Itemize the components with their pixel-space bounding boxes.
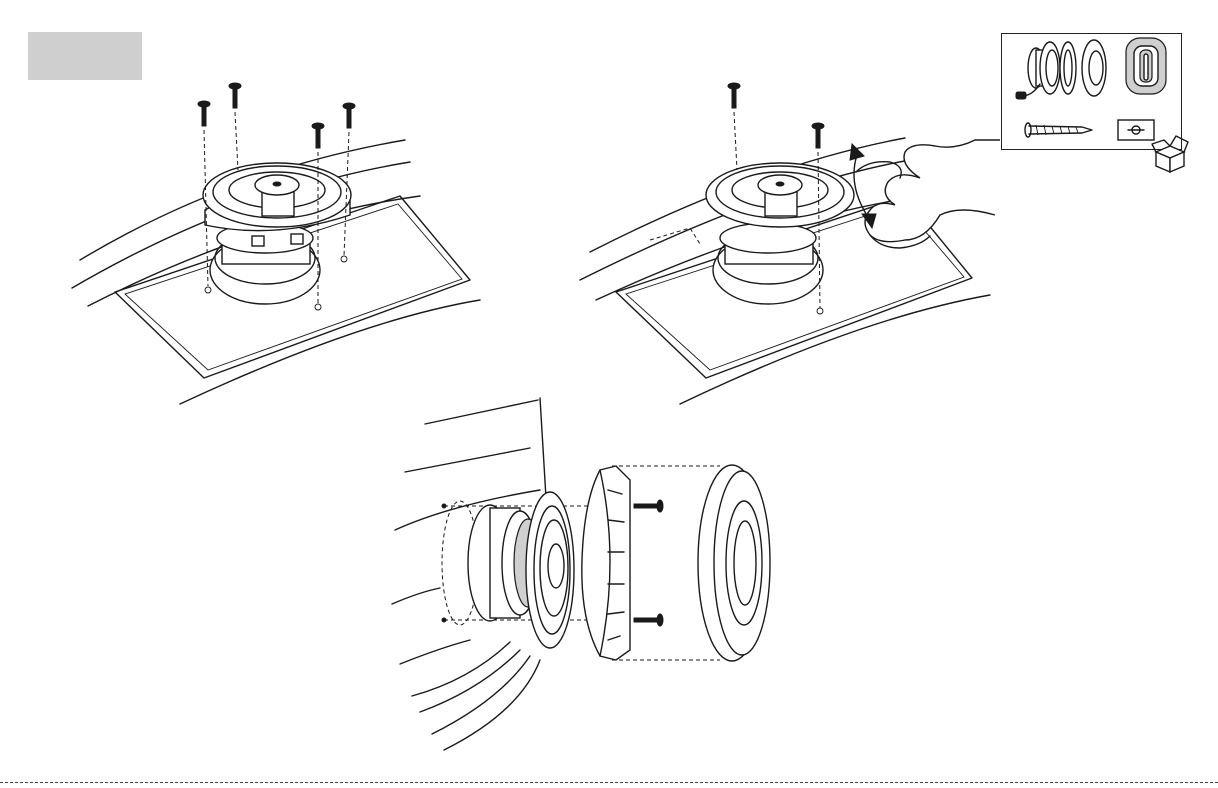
speaker-icon [468, 492, 574, 648]
speaker-icon [706, 163, 854, 304]
arrow-icon [850, 144, 876, 228]
grille-icon [1082, 40, 1106, 96]
foam-gasket-icon [1126, 38, 1166, 94]
screw-icon [634, 500, 663, 626]
panel-install-with-clip [580, 83, 1000, 404]
screw-icon [198, 83, 355, 148]
screw-icon [728, 83, 824, 148]
box-icon [1148, 132, 1192, 176]
speaker-icon [203, 163, 351, 304]
panel-install-with-screws [72, 83, 480, 404]
grille-icon [698, 465, 770, 661]
hand-icon [856, 140, 1000, 248]
panel-exploded-adapter-assembly [392, 398, 770, 750]
page-bottom-rule [0, 782, 1218, 783]
speaker-icon [1016, 42, 1060, 99]
adapter-ring [582, 466, 630, 660]
adapter-ring [1060, 42, 1076, 94]
screw-icon [1025, 123, 1092, 137]
